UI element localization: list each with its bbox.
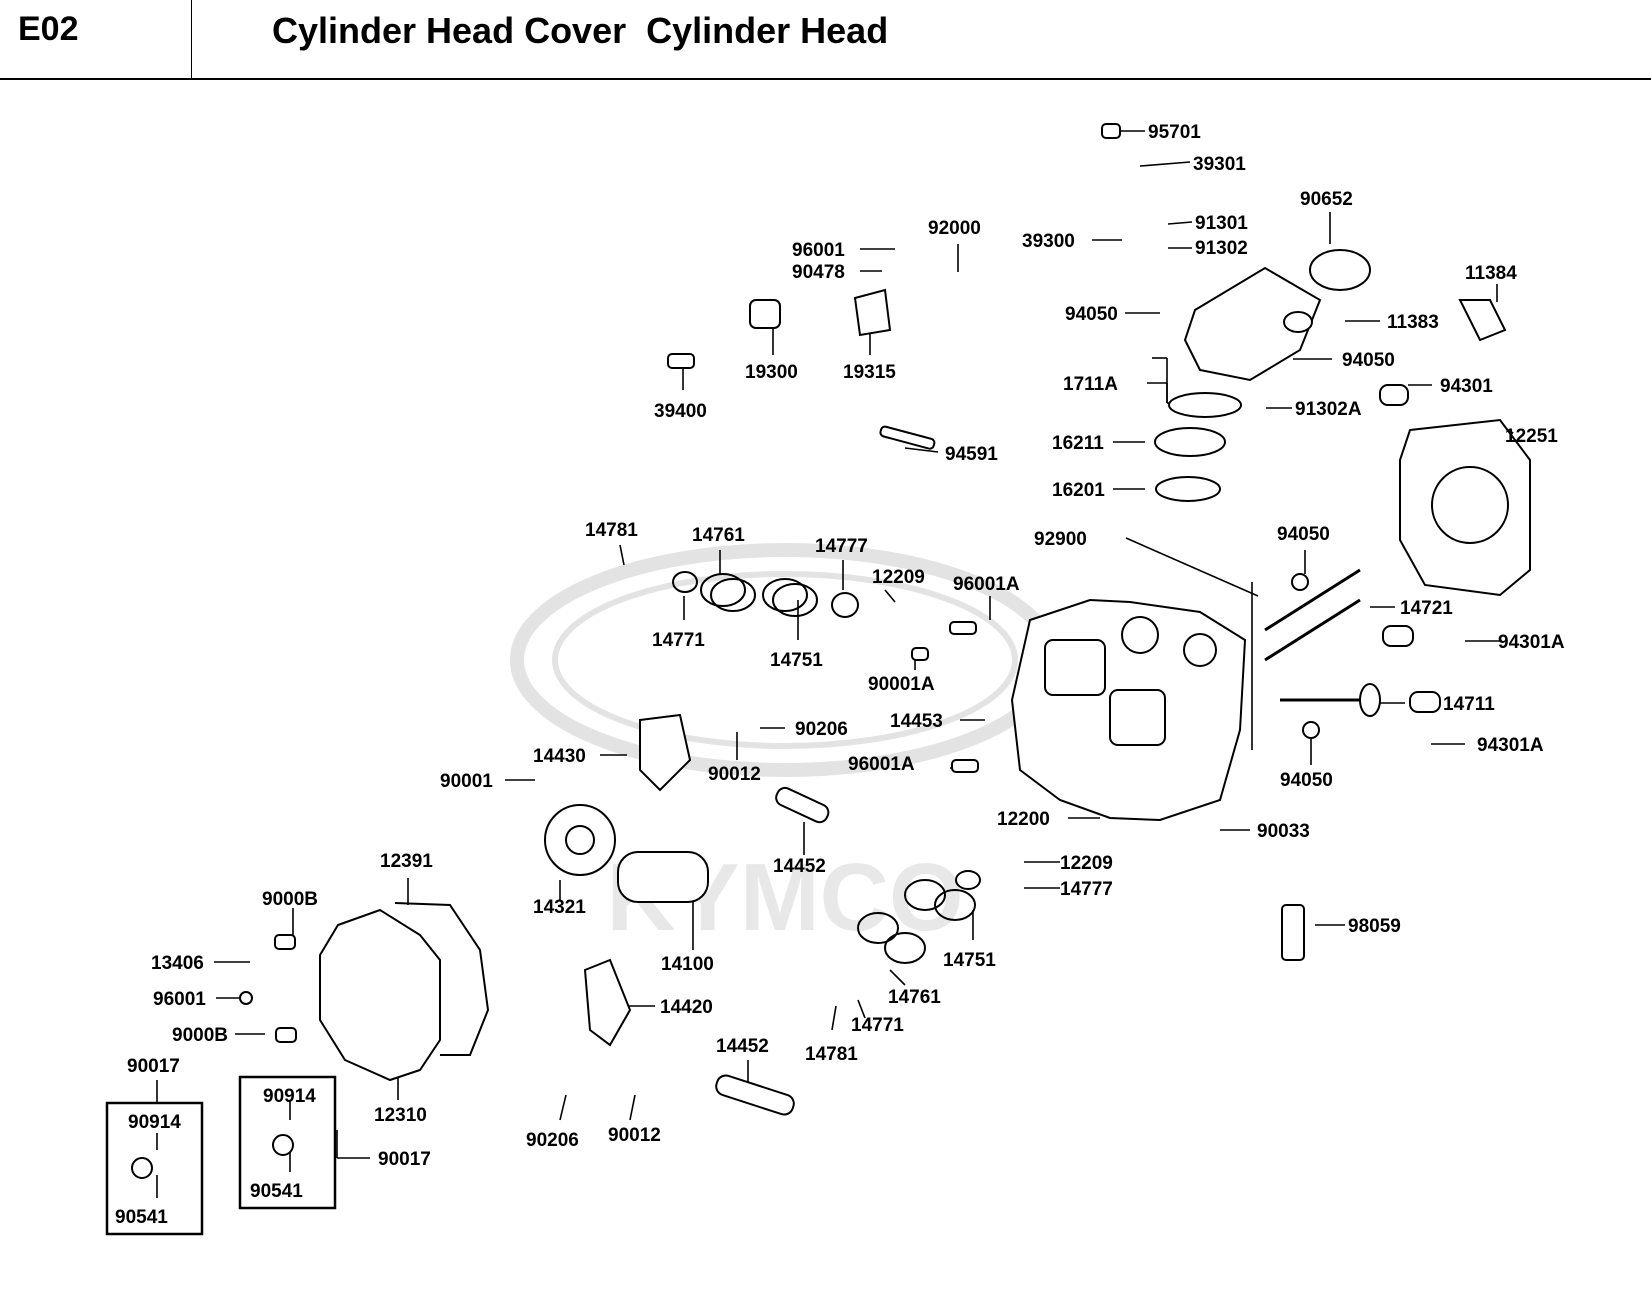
part-label: 90001 <box>440 771 493 792</box>
part-label: 39300 <box>1022 231 1075 252</box>
part-label: 16211 <box>1052 433 1104 454</box>
part-label: 14777 <box>815 536 868 557</box>
part-label: 12200 <box>997 809 1050 830</box>
part-label: 90012 <box>708 764 761 785</box>
part-label: 12209 <box>872 567 925 588</box>
kit-box-right <box>238 1075 337 1210</box>
part-label: 11383 <box>1387 312 1439 333</box>
part-label: 90541 <box>115 1207 168 1228</box>
header-divider <box>191 0 192 78</box>
part-label: 96001 <box>792 240 845 261</box>
part-label: 90541 <box>250 1181 303 1202</box>
part-label: 12209 <box>1060 853 1113 874</box>
part-label: 91302A <box>1295 399 1362 420</box>
part-label: 14420 <box>660 997 713 1018</box>
part-label: 14100 <box>661 954 714 975</box>
part-drawings <box>131 123 1531 1179</box>
part-label: 90033 <box>1257 821 1310 842</box>
part-label: 95701 <box>1148 122 1201 143</box>
part-label: 19300 <box>745 362 798 383</box>
part-label: 94050 <box>1277 524 1330 545</box>
part-label: 94301 <box>1440 376 1493 397</box>
part-label: 14721 <box>1400 598 1453 619</box>
part-label: 14452 <box>716 1036 769 1057</box>
part-label: 9000B <box>172 1025 228 1046</box>
part-label: 94050 <box>1065 304 1118 325</box>
part-label: 90206 <box>526 1130 579 1151</box>
kit-box-left <box>105 1101 204 1236</box>
part-label: 91302 <box>1195 238 1248 259</box>
part-label: 14761 <box>692 525 745 546</box>
part-label: 90478 <box>792 262 845 283</box>
part-label: 12310 <box>374 1105 427 1126</box>
part-label: 92000 <box>928 218 981 239</box>
part-label: 90914 <box>263 1086 316 1107</box>
part-label: 14771 <box>851 1015 904 1036</box>
part-label: 14430 <box>533 746 586 767</box>
part-label: 14761 <box>888 987 941 1008</box>
intake-manifold <box>1183 266 1322 382</box>
part-label: 14751 <box>770 650 823 671</box>
part-label: 92900 <box>1034 529 1087 550</box>
part-label: 90206 <box>795 719 848 740</box>
part-label: 90001A <box>868 674 935 695</box>
part-label: 91301 <box>1195 213 1248 234</box>
head-cover <box>319 908 441 1082</box>
part-label: 90017 <box>378 1149 431 1170</box>
part-label: 9000B <box>262 889 318 910</box>
section-code: E02 <box>18 10 79 48</box>
part-label: 90914 <box>128 1112 181 1133</box>
leader-lines <box>156 130 1514 1198</box>
part-label: 14711 <box>1443 694 1495 715</box>
part-label: 94301A <box>1498 632 1565 653</box>
part-label: 90652 <box>1300 189 1353 210</box>
part-label: 1711A <box>1063 374 1118 395</box>
part-label: 96001 <box>153 989 206 1010</box>
part-label: 39400 <box>654 401 707 422</box>
part-label: 90017 <box>127 1056 180 1077</box>
part-label: 14751 <box>943 950 996 971</box>
part-label: 94591 <box>945 444 998 465</box>
part-labels: 95701 39301 90652 91301 39300 91302 9600… <box>115 122 1565 1228</box>
part-label: 14771 <box>652 630 705 651</box>
page-title: Cylinder Head Cover Cylinder Head <box>272 10 889 51</box>
part-label: 12391 <box>380 851 433 872</box>
part-label: 16201 <box>1052 480 1105 501</box>
part-label: 14321 <box>533 897 586 918</box>
part-label: 39301 <box>1193 154 1246 175</box>
page-header: E02 Cylinder Head Cover Cylinder Head <box>0 0 1651 80</box>
part-label: 14777 <box>1060 879 1113 900</box>
part-label: 14781 <box>585 520 638 541</box>
spark-plug <box>1281 904 1305 961</box>
part-label: 90012 <box>608 1125 661 1146</box>
part-label: 96001A <box>953 574 1020 595</box>
part-label: 94301A <box>1477 735 1544 756</box>
part-label: 96001A <box>848 754 915 775</box>
part-label: 19315 <box>843 362 896 383</box>
part-label: 14453 <box>890 711 943 732</box>
part-label: 14781 <box>805 1044 858 1065</box>
part-label: 11384 <box>1465 263 1517 284</box>
part-label: 98059 <box>1348 916 1401 937</box>
part-label: 14452 <box>773 856 826 877</box>
part-label: 13406 <box>151 953 204 974</box>
part-label: 12251 <box>1505 426 1558 447</box>
part-label: 94050 <box>1342 350 1395 371</box>
part-label: 94050 <box>1280 770 1333 791</box>
